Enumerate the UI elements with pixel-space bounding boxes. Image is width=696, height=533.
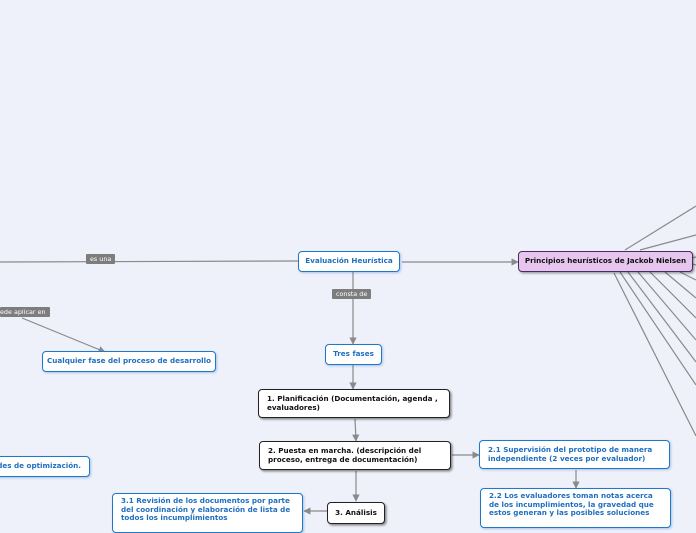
link-label-consta-de: consta de	[332, 289, 372, 299]
node-fase1-planificacion[interactable]: 1. Planificación (Documentación, agenda …	[258, 389, 450, 418]
connector-es-una	[0, 260, 300, 263]
node-2-2-label: 2.2 Los evaluadores toman notas acerca d…	[489, 491, 654, 518]
node-fase3-analisis[interactable]: 3. Análisis	[327, 502, 385, 524]
node-principios-nielsen[interactable]: Principios heurísticos de Jackob Nielsen	[518, 251, 693, 272]
node-principios-label: Principios heurísticos de Jackob Nielsen	[524, 256, 687, 266]
node-fase2-puesta-en-marcha[interactable]: 2. Puesta en marcha. (descripción del pr…	[259, 441, 451, 470]
mind-map-connectors	[0, 205, 696, 515]
node-3-1-label: 3.1 Revisión de los documentos por parte…	[121, 496, 291, 523]
node-optimizacion-label: ades de optimización.	[0, 461, 81, 471]
node-optimizacion[interactable]: ades de optimización.	[0, 456, 90, 477]
node-fase1-label: 1. Planificación (Documentación, agenda …	[267, 393, 438, 412]
node-tres-fases-label: Tres fases	[333, 349, 374, 359]
connector-puede-aplicar	[21, 317, 106, 353]
link-label-puede-aplicar: ede aplicar en	[0, 307, 50, 317]
principios-branches	[613, 205, 696, 437]
link-label-es-una: es una	[86, 254, 116, 264]
node-evaluacion-label: Evaluación Heurística	[305, 256, 393, 266]
node-cualquier-fase-label: Cualquier fase del proceso de desarrollo	[47, 356, 212, 366]
node-2-1-supervision[interactable]: 2.1 Supervisión del prototipo de manera …	[479, 440, 670, 469]
node-evaluacion-heuristica[interactable]: Evaluación Heurística	[298, 251, 400, 272]
node-2-1-label: 2.1 Supervisión del prototipo de manera …	[488, 444, 653, 463]
node-fase2-label: 2. Puesta en marcha. (descripción del pr…	[268, 445, 422, 464]
node-fase3-label: 3. Análisis	[335, 507, 377, 517]
node-2-2-notas[interactable]: 2.2 Los evaluadores toman notas acerca d…	[480, 488, 671, 528]
node-tres-fases[interactable]: Tres fases	[325, 344, 382, 365]
node-cualquier-fase[interactable]: Cualquier fase del proceso de desarrollo	[42, 351, 216, 372]
connector-fase1-fase2	[352, 418, 360, 442]
node-3-1-revision[interactable]: 3.1 Revisión de los documentos por parte…	[112, 493, 303, 533]
